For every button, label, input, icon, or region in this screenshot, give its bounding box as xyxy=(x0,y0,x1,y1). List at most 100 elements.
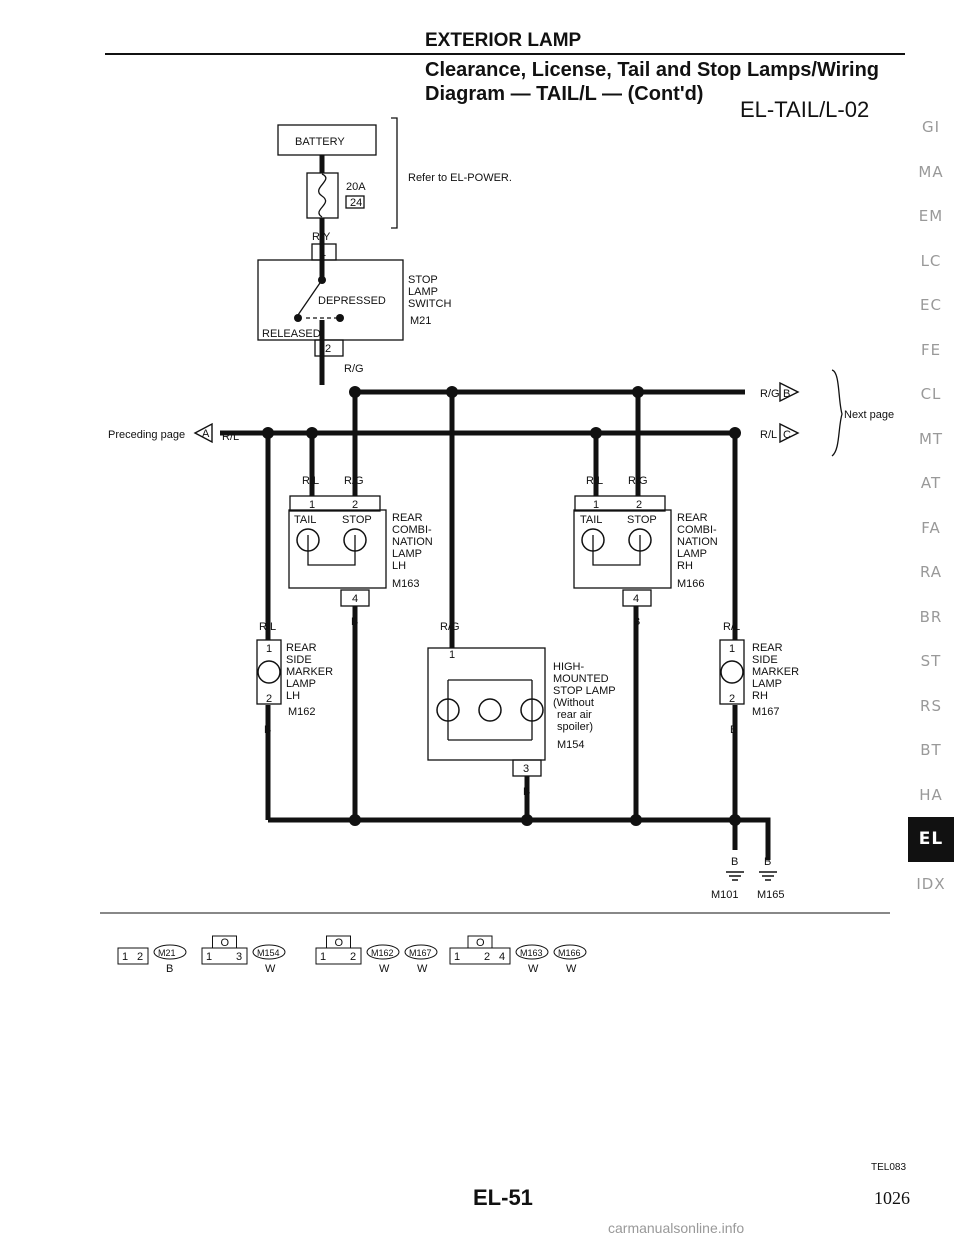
battery-box xyxy=(277,124,377,156)
rear-combi-lh-3: NATION xyxy=(392,536,433,548)
conn-a-label: A xyxy=(202,428,210,440)
rear-side-rh-2: SIDE xyxy=(752,654,778,666)
tab-em[interactable]: EM xyxy=(918,207,944,226)
tab-st[interactable]: ST xyxy=(920,652,942,671)
diagram-code: EL-TAIL/L-02 xyxy=(740,97,870,122)
figure-ref: TEL083 xyxy=(871,1162,907,1173)
side-lh-b: B xyxy=(264,724,271,736)
rear-combi-lh-2: COMBI- xyxy=(392,524,432,536)
rear-side-lh-3: MARKER xyxy=(286,666,333,678)
fuse-amp: 20A xyxy=(346,181,366,193)
hmsl-4: (Without xyxy=(553,697,594,709)
ground-b-2: B xyxy=(764,856,771,868)
side-rh-pin2: 2 xyxy=(729,693,735,705)
battery-label: BATTERY xyxy=(295,136,345,148)
rear-combi-rh-2: COMBI- xyxy=(677,524,717,536)
legend-connector-tab-label: O xyxy=(221,937,230,949)
page-number: 1026 xyxy=(874,1188,910,1208)
hmsl-pin3: 3 xyxy=(523,763,529,775)
pin-2-label: 2 xyxy=(325,343,331,355)
tab-cl[interactable]: CL xyxy=(920,385,942,404)
legend-pin: 3 xyxy=(236,951,242,963)
tab-el[interactable]: EL xyxy=(908,817,954,862)
side-lh-pin2: 2 xyxy=(266,693,272,705)
stop-bulb-rh-icon xyxy=(628,528,652,552)
wire-rg-top: R/G xyxy=(344,363,364,375)
wire-ground-m165 xyxy=(735,817,771,860)
tab-idx[interactable]: IDX xyxy=(916,874,946,893)
rear-combi-rh-1: REAR xyxy=(677,512,708,524)
tab-rs[interactable]: RS xyxy=(920,696,942,715)
lh-stop: STOP xyxy=(342,514,372,526)
m162-tag: M162 xyxy=(288,706,316,718)
conn-a-arrow-icon xyxy=(193,422,213,444)
tab-gi[interactable]: GI xyxy=(921,118,941,137)
legend-connector-tab-label: O xyxy=(335,937,344,949)
legend-connector-id: M166 xyxy=(558,948,581,958)
tab-br[interactable]: BR xyxy=(919,607,943,626)
tab-ra[interactable]: RA xyxy=(919,563,943,582)
rear-side-lh-4: LAMP xyxy=(286,678,316,690)
rear-combi-lh-4: LAMP xyxy=(392,548,422,560)
wire-rl-preceding: R/L xyxy=(222,431,239,443)
rh-tail: TAIL xyxy=(580,514,602,526)
hmsl-5: rear air xyxy=(557,709,592,721)
refer-bracket xyxy=(391,117,398,229)
wire-rg-lh: R/G xyxy=(344,475,364,487)
side-rh-rl: R/L xyxy=(723,621,740,633)
rear-combi-rh-box xyxy=(573,509,672,589)
tab-ma[interactable]: MA xyxy=(918,162,944,181)
tab-ec[interactable]: EC xyxy=(920,296,942,315)
rh-pin4: 4 xyxy=(633,593,639,605)
tail-bulb-rh-icon xyxy=(581,528,605,552)
wire-rg-rh: R/G xyxy=(628,475,648,487)
rear-combi-rh-pins xyxy=(574,495,666,512)
stop-lamp-switch-3: SWITCH xyxy=(408,298,451,310)
tab-lc[interactable]: LC xyxy=(920,251,942,270)
rear-combi-lh-box xyxy=(288,509,387,589)
title-line-2: Diagram — TAIL/L — (Cont'd) xyxy=(425,83,704,105)
hmsl-bulb-2-icon xyxy=(478,698,502,722)
hmsl-6: spoiler) xyxy=(557,721,593,733)
lh-pin1: 1 xyxy=(309,499,315,511)
legend-connector-id: M163 xyxy=(520,948,543,958)
wire-rl-next: R/L xyxy=(760,429,777,441)
legend-connector-tab xyxy=(467,935,493,949)
legend-connector-id-badge xyxy=(252,944,286,960)
tab-fe[interactable]: FE xyxy=(920,340,942,359)
side-rh-pin1: 1 xyxy=(729,643,735,655)
hmsl-bulb-1-icon xyxy=(436,698,460,722)
rear-side-rh-3: MARKER xyxy=(752,666,799,678)
legend-pin: 2 xyxy=(350,951,356,963)
hmsl-1: HIGH- xyxy=(553,661,585,673)
legend-connector-tab xyxy=(326,935,351,949)
side-lh-pin1: 1 xyxy=(266,643,272,655)
hmsl-bulb-3-icon xyxy=(520,698,544,722)
wire-ry-label: R/Y xyxy=(312,231,331,243)
fuse-element xyxy=(318,173,327,218)
rh-stop: STOP xyxy=(627,514,657,526)
hmsl-2: MOUNTED xyxy=(553,673,609,685)
legend-connector-tab xyxy=(212,935,237,949)
conn-b-arrow-icon xyxy=(779,381,800,403)
lh-tail: TAIL xyxy=(294,514,316,526)
section-title: EXTERIOR LAMP xyxy=(425,30,582,51)
header-rule xyxy=(105,53,905,55)
section-tabs: GI MA EM LC EC FE CL MT AT FA RA BR ST RS BT HA EL IDX xyxy=(908,105,954,906)
conn-b-label: B xyxy=(783,388,790,400)
tab-ha[interactable]: HA xyxy=(919,785,943,804)
switch-blade xyxy=(297,279,323,316)
legend-connector-id: M167 xyxy=(409,948,432,958)
refer-text: Refer to EL-POWER. xyxy=(408,172,512,184)
tab-at[interactable]: AT xyxy=(920,474,942,493)
tab-fa[interactable]: FA xyxy=(921,518,941,537)
side-lh-rl: R/L xyxy=(259,621,276,633)
tab-mt[interactable]: MT xyxy=(918,429,944,448)
tab-bt[interactable]: BT xyxy=(920,741,942,760)
rear-side-rh-5: RH xyxy=(752,690,768,702)
legend-connector-color: B xyxy=(166,963,173,975)
